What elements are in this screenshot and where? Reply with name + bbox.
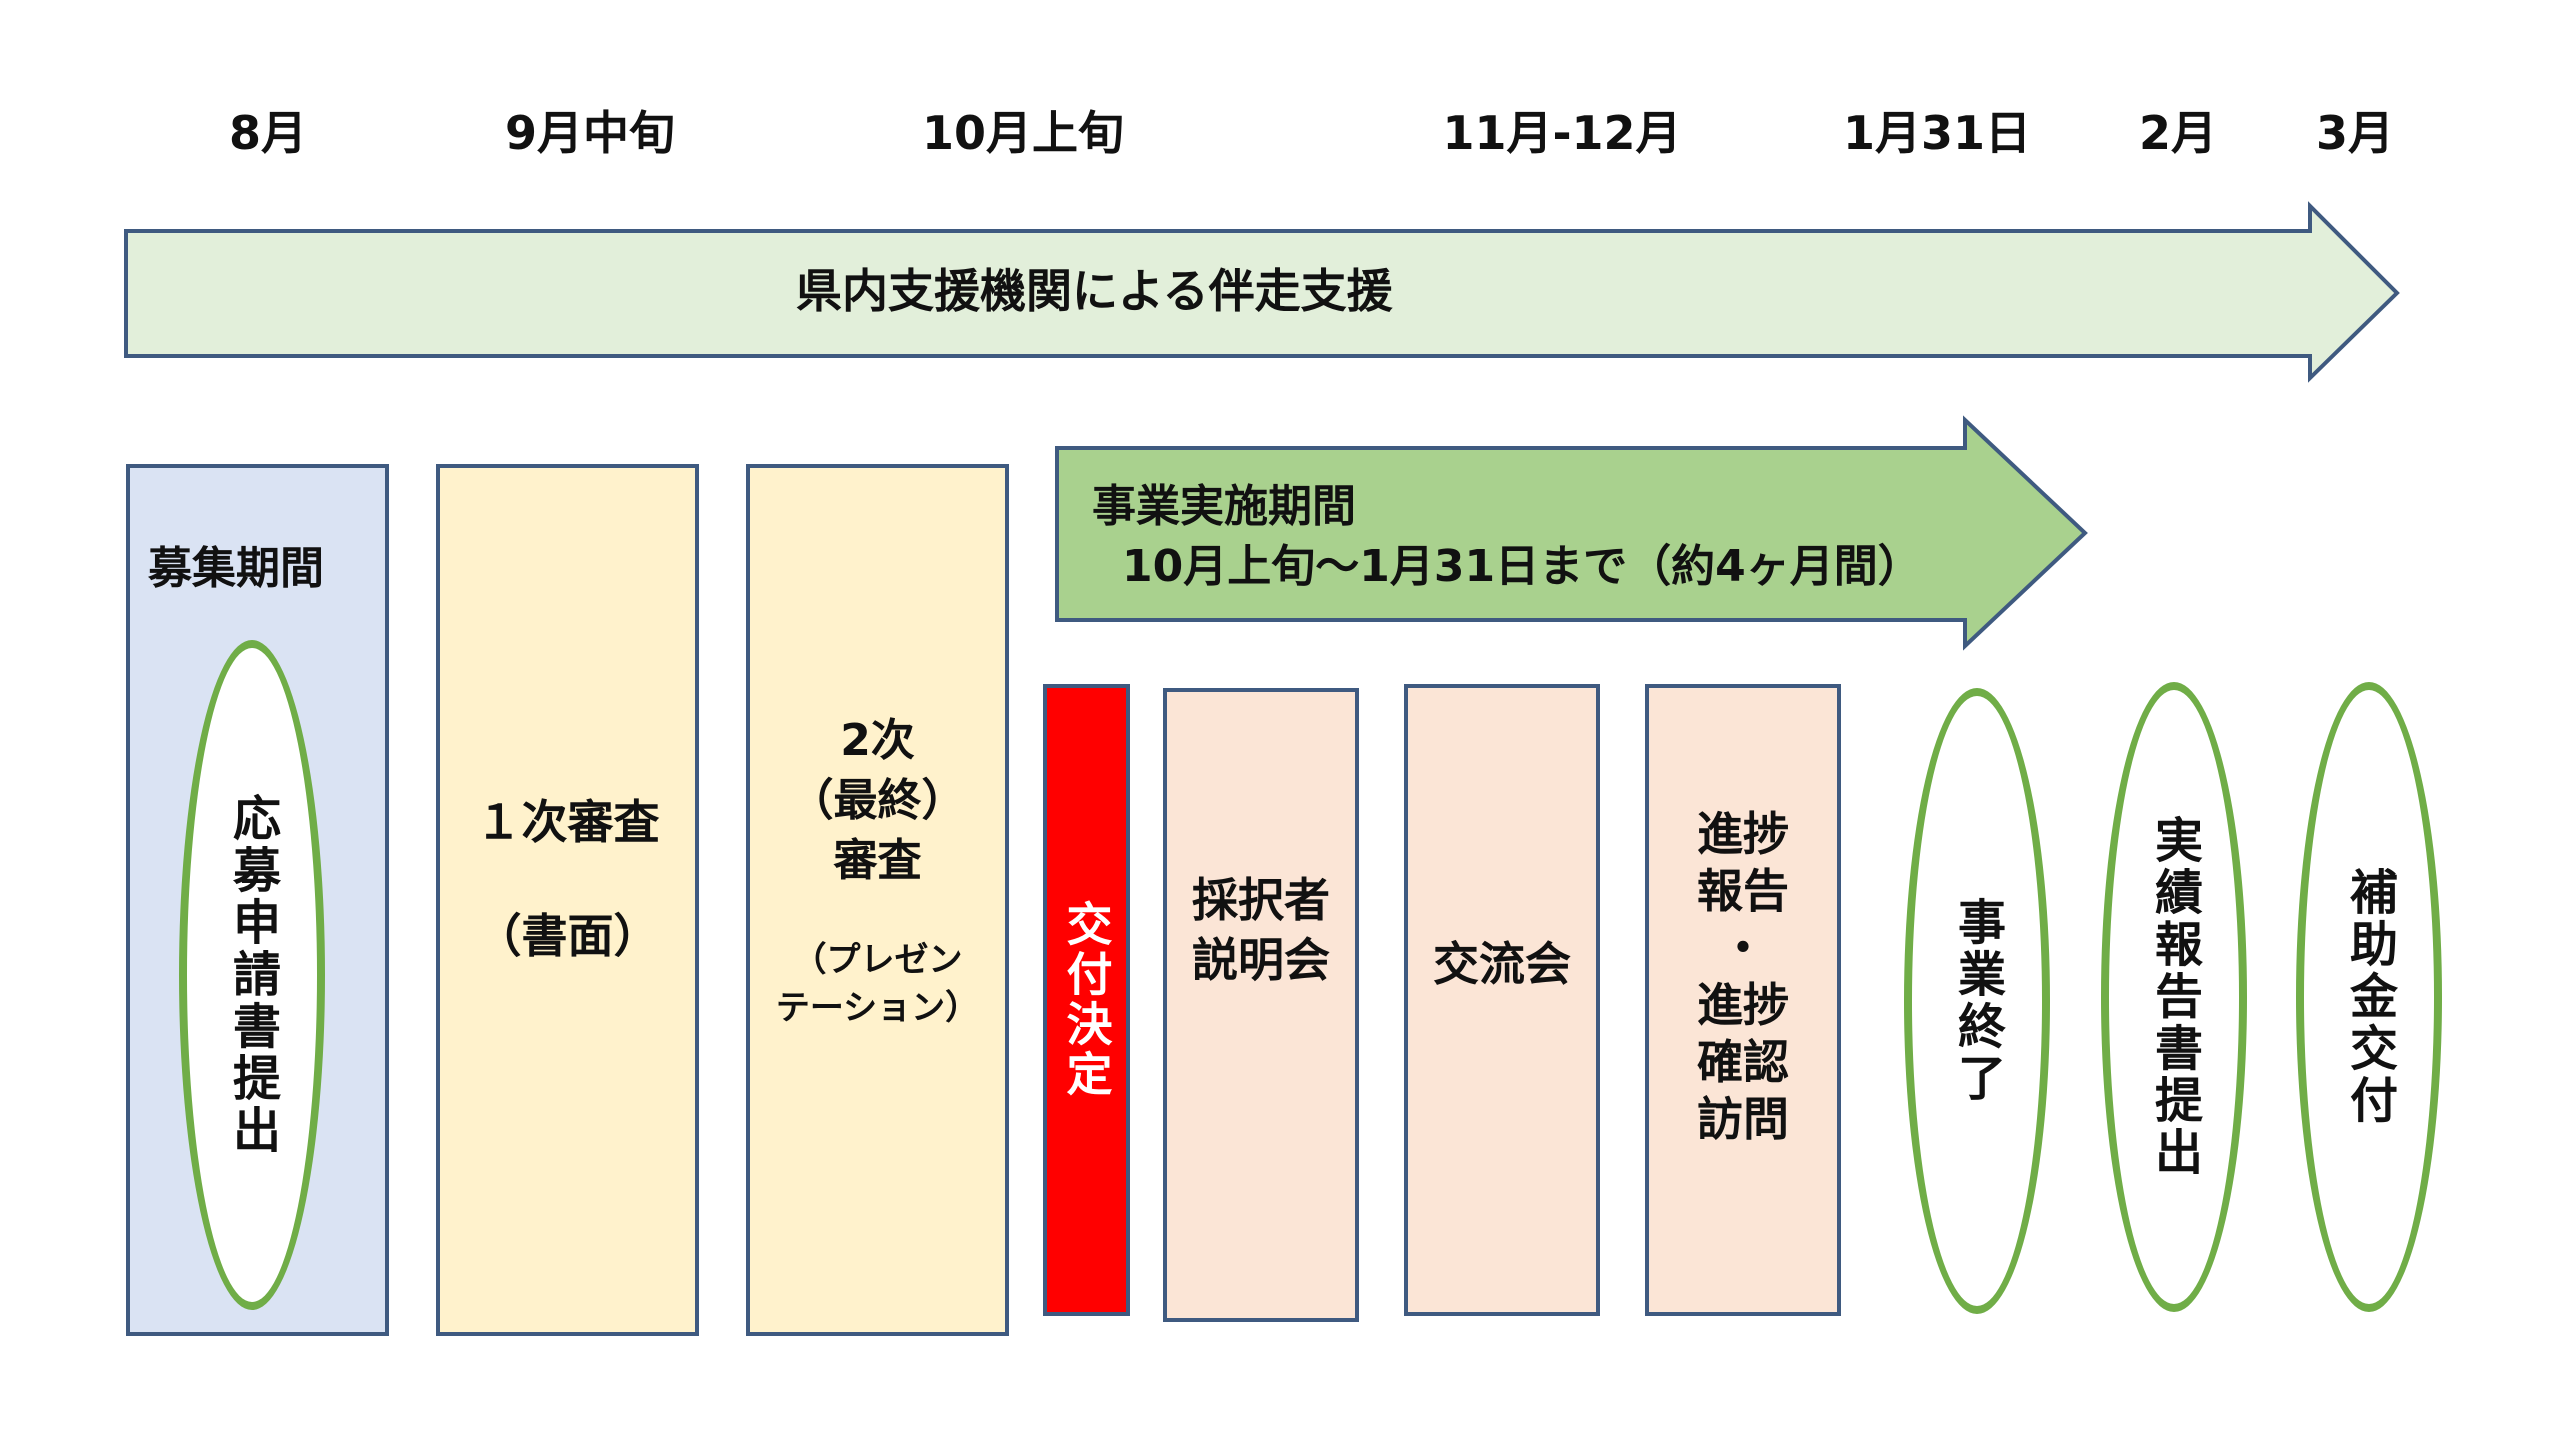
timeline-sep-mid: 9月中旬: [504, 106, 676, 160]
report-submission-text: 実績報告書提出: [2146, 815, 2202, 1179]
application-submission-ellipse: 応募申請書提出: [179, 640, 325, 1310]
project-end-text: 事業終了: [1949, 897, 2005, 1105]
progress-box: 進捗 報告 ・ 進捗 確認 訪問: [1645, 684, 1841, 1316]
recruitment-label: 募集期間: [148, 543, 324, 594]
grant-decision-text: 交付決定: [1059, 900, 1114, 1100]
first-review-box: １次審査 （書面）: [436, 464, 699, 1336]
timeline-feb: 2月: [2138, 106, 2218, 160]
briefing-box: 採択者 説明会: [1163, 688, 1359, 1322]
timeline-oct-early: 10月上旬: [921, 106, 1125, 160]
project-end-ellipse: 事業終了: [1904, 688, 2050, 1314]
implementation-arrow-shape: [1055, 415, 2088, 651]
timeline-jan31: 1月31日: [1842, 106, 2032, 160]
implementation-period: 10月上旬～1月31日まで（約4ヶ月間）: [1122, 541, 1922, 592]
timeline-aug: 8月: [228, 106, 308, 160]
application-submission-text: 応募申請書提出: [224, 793, 280, 1157]
grant-decision-box: 交付決定: [1043, 684, 1130, 1316]
briefing-label: 採択者 説明会: [1192, 873, 1330, 987]
subsidy-payment-text: 補助金交付: [2341, 867, 2397, 1127]
report-submission-ellipse: 実績報告書提出: [2101, 682, 2247, 1312]
support-arrow-label: 県内支援機関による伴走支援: [796, 264, 1393, 318]
first-review-note: （書面）: [475, 909, 660, 963]
progress-label: 進捗 報告 ・ 進捗 確認 訪問: [1697, 807, 1789, 1146]
second-review-label: 2次 （最終） 審査: [789, 715, 966, 886]
subsidy-payment-ellipse: 補助金交付: [2296, 682, 2442, 1312]
second-review-box: 2次 （最終） 審査 （プレゼン テーション）: [746, 464, 1009, 1336]
timeline-mar: 3月: [2315, 106, 2395, 160]
exchange-label: 交流会: [1433, 937, 1571, 991]
second-review-note: （プレゼン テーション）: [775, 940, 980, 1028]
support-arrow-shape: [124, 201, 2400, 383]
exchange-box: 交流会: [1404, 684, 1600, 1316]
implementation-title: 事業実施期間: [1092, 481, 1356, 532]
first-review-label: １次審査: [475, 795, 660, 849]
timeline-nov-dec: 11月-12月: [1442, 106, 1682, 160]
